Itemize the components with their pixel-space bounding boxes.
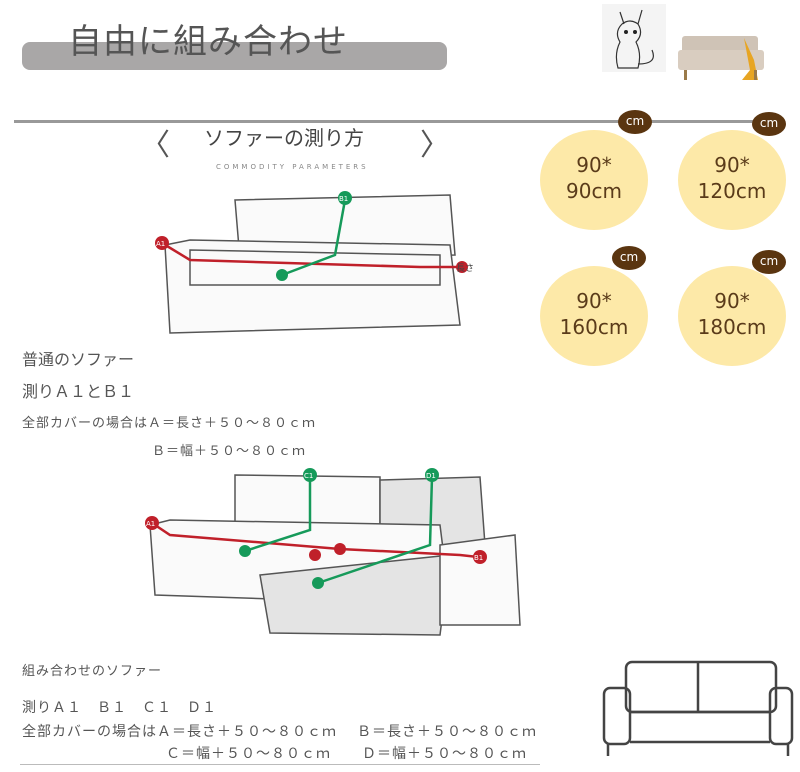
label-a1: A1 — [156, 240, 165, 248]
label-c1: C1 — [304, 472, 313, 480]
section-title: ソファーの測り方 — [204, 126, 364, 150]
combo-measure: 測りＡ１ Ｂ１ Ｃ１ Ｄ１ — [22, 700, 217, 716]
cat-illustration — [602, 4, 666, 72]
unit-badge: cm — [612, 246, 646, 270]
combo-heading: 組み合わせのソファー — [22, 664, 163, 679]
size-option-90x120[interactable]: 90*120cm — [678, 130, 786, 230]
title-bar — [22, 42, 447, 70]
label-d1: D1 — [426, 472, 436, 480]
unit-badge: cm — [618, 110, 652, 134]
combination-sofa-diagram: A1 B1 C1 D1 — [145, 468, 521, 636]
normal-heading: 普通のソファー — [22, 350, 135, 369]
normal-formula-a: 全部カバーの場合はＡ＝長さ＋５０～８０ｃｍ — [22, 416, 317, 431]
size-line1: 90* — [714, 153, 750, 177]
size-option-90x180[interactable]: 90*180cm — [678, 266, 786, 366]
chevron-right-icon[interactable]: 〉 — [420, 128, 450, 163]
unit-badge: cm — [752, 112, 786, 136]
size-line1: 90* — [576, 289, 612, 313]
chevron-left-icon[interactable]: 〈 — [140, 128, 170, 163]
normal-sofa-diagram: A1 B1 長さ — [155, 191, 474, 334]
label-a1: A1 — [146, 520, 155, 528]
combo-formula-a: 全部カバーの場合はＡ＝長さ＋５０～８０ｃｍ — [22, 724, 337, 740]
sofa-thumbnail — [676, 30, 766, 82]
section-subtitle: COMMODITY PARAMETERS — [216, 163, 369, 171]
size-line1: 90* — [576, 153, 612, 177]
page-title: 自由に組み合わせ — [68, 22, 348, 62]
divider — [14, 120, 784, 123]
size-line2: 160cm — [559, 315, 629, 339]
size-line2: 90cm — [566, 179, 622, 203]
size-line1: 90* — [714, 289, 750, 313]
combo-formula-c: Ｃ＝幅＋５０～８０ｃｍ — [166, 746, 331, 762]
label-b1: B1 — [339, 195, 348, 203]
sofa-outline-icon — [602, 660, 794, 756]
size-option-90x90[interactable]: 90*90cm — [540, 130, 648, 230]
combo-formula-b: Ｂ＝長さ＋５０～８０ｃｍ — [357, 724, 537, 740]
size-line2: 180cm — [697, 315, 767, 339]
marker-b1 — [338, 191, 352, 205]
normal-formula-b: Ｂ＝幅＋５０～８０ｃｍ — [152, 444, 307, 459]
combo-formula-d: Ｄ＝幅＋５０～８０ｃｍ — [362, 746, 527, 762]
unit-badge: cm — [752, 250, 786, 274]
divider — [20, 764, 540, 765]
size-line2: 120cm — [697, 179, 767, 203]
label-length: 長さ — [456, 263, 474, 274]
size-option-90x160[interactable]: 90*160cm — [540, 266, 648, 366]
normal-measure: 測りＡ１とＢ１ — [22, 382, 135, 401]
label-b1: B1 — [474, 554, 483, 562]
marker-a1 — [155, 236, 169, 250]
